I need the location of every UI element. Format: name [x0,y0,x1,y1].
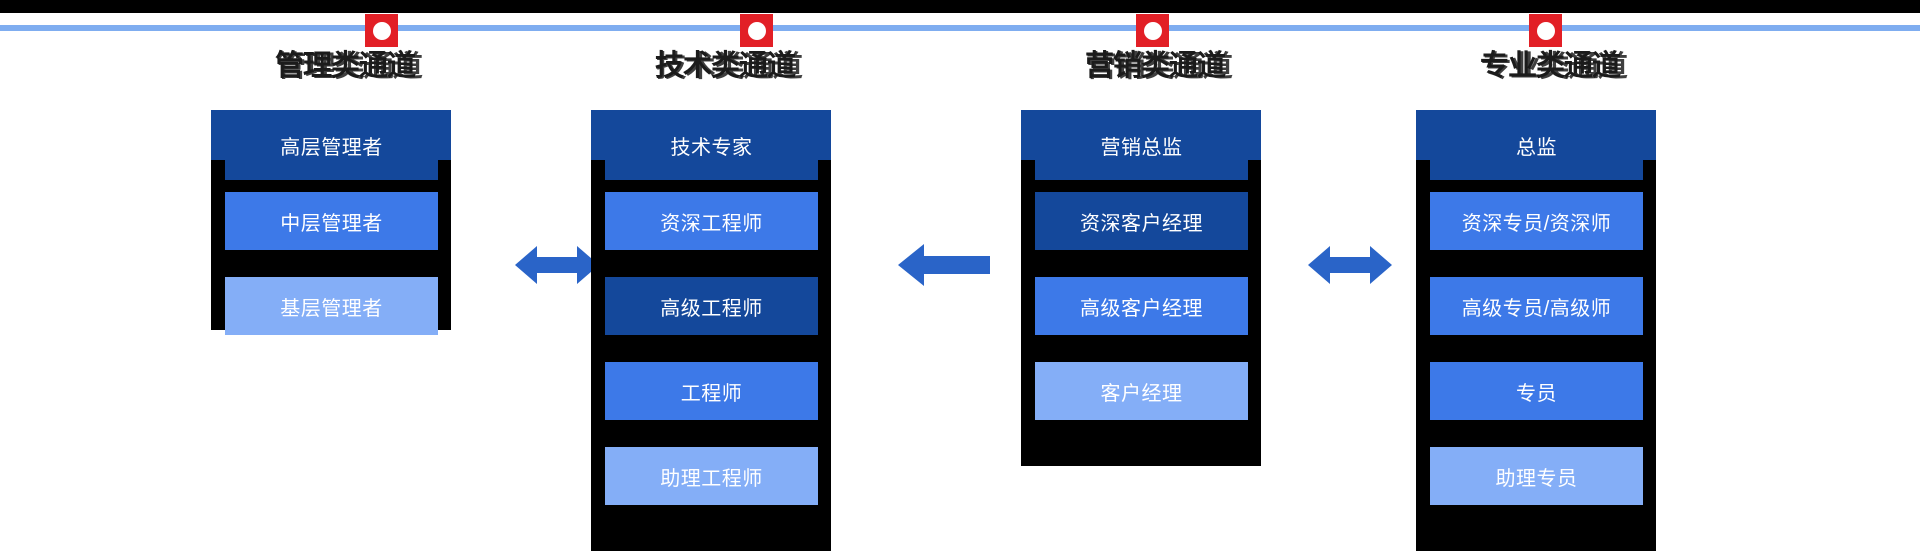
channel-title-ghost: 技术类通道 [656,51,803,83]
ladder-rung[interactable]: 基层管理者 [225,277,438,335]
channel-title-ghost: 专业类通道 [1481,51,1628,83]
ladder-rung[interactable]: 营销总监 [1035,110,1248,180]
ladder-rung-label: 资深专员/资深师 [1461,212,1612,235]
ladder-rung-label: 总监 [1516,136,1557,159]
ladder-rung-label: 高级工程师 [660,297,763,320]
ladder-rung-label: 高层管理者 [280,136,383,159]
timeline-node-2[interactable] [740,14,773,47]
ladder-rung-label: 高级客户经理 [1080,297,1203,320]
ladder-rung[interactable]: 高级客户经理 [1035,277,1248,335]
connector-double-arrow-marketing-professional [1308,246,1392,284]
connector-left-arrow-technical-marketing [898,244,990,286]
ladder-rung[interactable]: 总监 [1430,110,1643,180]
ladder-rung-label: 高级专员/高级师 [1461,297,1612,320]
connector-double-arrow-management-technical [515,246,599,284]
ladder-rung-label: 专员 [1516,382,1557,405]
ladder-rung[interactable]: 高级专员/高级师 [1430,277,1643,335]
ladder-rung-label: 营销总监 [1100,136,1183,159]
channel-title-text: 技术类通道 [654,50,796,82]
ladder-rung-label: 资深客户经理 [1080,212,1203,235]
timeline-rule [0,25,1920,31]
channel-title-professional: 专业类通道 专业类通道 [1405,50,1695,82]
ladder-rung[interactable]: 助理专员 [1430,447,1643,505]
channel-title-technical: 技术类通道 技术类通道 [580,50,870,82]
timeline-node-dot-icon [372,21,391,40]
timeline-node-4[interactable] [1529,14,1562,47]
timeline-node-1[interactable] [365,14,398,47]
channel-title-ghost: 管理类通道 [276,51,423,83]
ladder-rung[interactable]: 工程师 [605,362,818,420]
top-black-bar [0,0,1920,13]
ladder-rung[interactable]: 高级工程师 [605,277,818,335]
ladder-rung-label: 客户经理 [1100,382,1183,405]
ladder-rung[interactable]: 助理工程师 [605,447,818,505]
ladder-rung-label: 资深工程师 [660,212,763,235]
ladder-rung-label: 基层管理者 [280,297,383,320]
channel-title-ghost: 营销类通道 [1086,51,1233,83]
ladder-rung-label: 技术专家 [670,136,753,159]
ladder-rung[interactable]: 专员 [1430,362,1643,420]
timeline-node-3[interactable] [1136,14,1169,47]
timeline-node-dot-icon [747,21,766,40]
ladder-rung[interactable]: 中层管理者 [225,192,438,250]
ladder-rung[interactable]: 高层管理者 [225,110,438,180]
channel-title-text: 营销类通道 [1084,50,1226,82]
ladder-rung-label: 助理专员 [1495,467,1578,490]
timeline-node-dot-icon [1143,21,1162,40]
ladder-rung[interactable]: 资深客户经理 [1035,192,1248,250]
channel-title-text: 专业类通道 [1479,50,1621,82]
ladder-rung-label: 中层管理者 [280,212,383,235]
ladder-rung-label: 助理工程师 [660,467,763,490]
ladder-rung[interactable]: 资深专员/资深师 [1430,192,1643,250]
ladder-rung[interactable]: 资深工程师 [605,192,818,250]
ladder-rung-label: 工程师 [680,382,743,405]
channel-title-text: 管理类通道 [274,50,416,82]
channel-title-management: 管理类通道 管理类通道 [200,50,490,82]
channel-title-marketing: 营销类通道 营销类通道 [1010,50,1300,82]
ladder-rung[interactable]: 客户经理 [1035,362,1248,420]
timeline-node-dot-icon [1536,21,1555,40]
ladder-rung[interactable]: 技术专家 [605,110,818,180]
